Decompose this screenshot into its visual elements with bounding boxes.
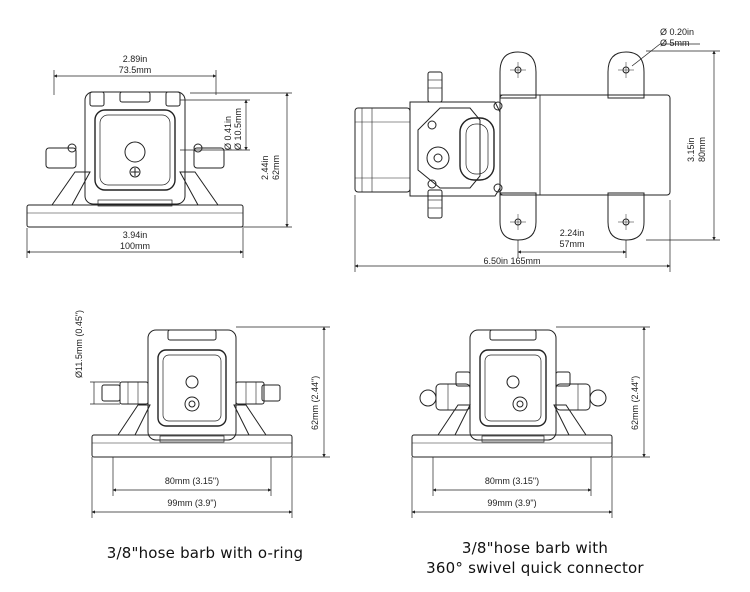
connector-inner-width-label: 80mm (3.15") (485, 476, 539, 486)
connector-outer-width-label: 99mm (3.9") (487, 498, 536, 508)
barb-inner-width-label: 80mm (3.15") (165, 476, 219, 486)
hose-barb-view (91, 329, 293, 458)
total-length-label: 6.50in 165mm (483, 256, 540, 266)
port-in-label: Ø 0.41in (223, 116, 233, 150)
hose-barb-caption-text: 3/8"hose barb with o-ring (106, 544, 304, 562)
hose-barb-dimensions (90, 326, 330, 518)
quick-connector-caption-line2: 360° swivel quick connector (426, 559, 644, 577)
port-diameter-label: Ø11.5mm (0.45") (74, 310, 84, 378)
quick-connector-dimensions (411, 326, 650, 518)
tab-spacing-mm-label: 57mm (559, 239, 584, 249)
front-view-top-left (26, 91, 244, 228)
quick-connector-view (411, 329, 613, 458)
connector-height-label: 62mm (2.44") (630, 376, 640, 430)
barb-height-label: 62mm (2.44") (310, 376, 320, 430)
motor-height-mm-label: 80mm (697, 137, 707, 162)
hole-mm-label: Ø 5mm (660, 38, 690, 48)
base-mm-label: 100mm (120, 241, 150, 251)
hose-barb-caption: 3/8"hose barb with o-ring (70, 543, 340, 563)
quick-connector-caption-line1: 3/8"hose barb with (461, 539, 609, 557)
height-in-label: 2.44in (260, 155, 270, 180)
side-view-top-right (354, 51, 671, 241)
port-mm-label: Ø 10.5mm (233, 108, 243, 150)
quick-connector-caption: 3/8"hose barb with 360° swivel quick con… (385, 538, 685, 578)
base-in-label: 3.94in (123, 230, 148, 240)
front-view-dimensions (26, 70, 292, 258)
height-mm-label: 62mm (271, 155, 281, 180)
tab-spacing-in-label: 2.24in (560, 228, 585, 238)
hole-in-label: Ø 0.20in (660, 27, 694, 37)
side-view-dimensions (354, 43, 720, 272)
barb-outer-width-label: 99mm (3.9") (167, 498, 216, 508)
width-in-label: 2.89in (123, 54, 148, 64)
motor-height-in-label: 3.15in (686, 137, 696, 162)
width-mm-label: 73.5mm (119, 65, 152, 75)
